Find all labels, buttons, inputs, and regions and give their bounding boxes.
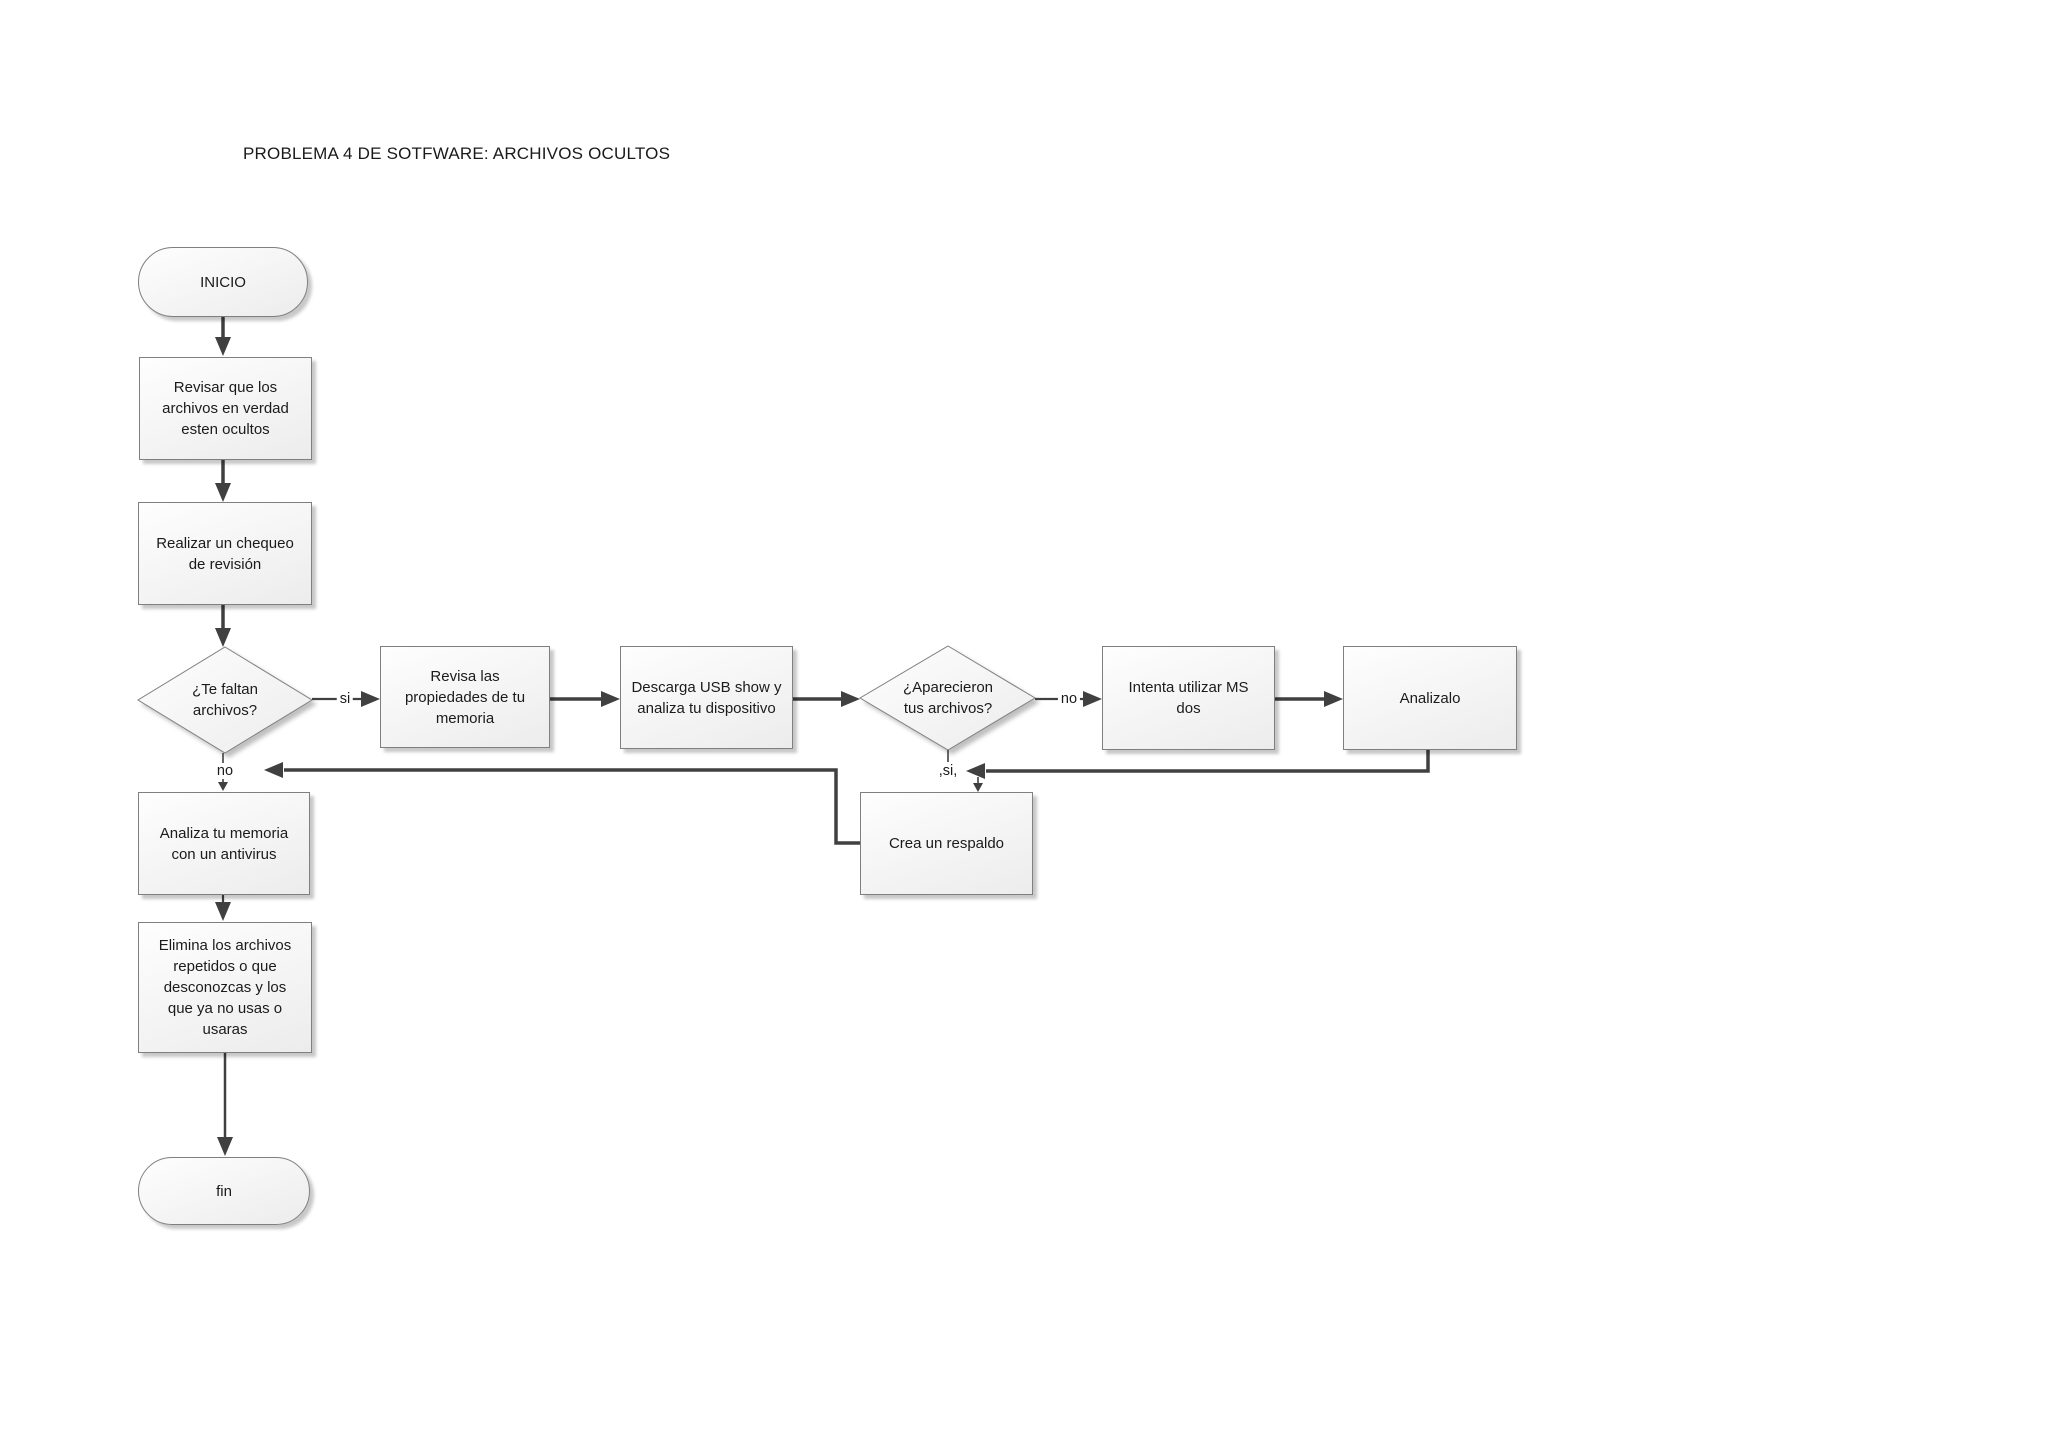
edge-inicio-revisar: [215, 317, 231, 356]
edge-revisar-chequeo: [215, 460, 231, 502]
edge-label-si-faltan: si: [336, 691, 354, 707]
node-descarga-usb-show: Descarga USB show y analiza tu dispositi…: [620, 646, 793, 749]
edge-revisa-descarga: [550, 691, 620, 707]
node-revisa-propiedades: Revisa las propiedades de tu memoria: [380, 646, 550, 748]
node-analiza-antivirus: Analiza tu memoria con un antivirus: [138, 792, 310, 895]
decision-te-faltan-archivos-shape: [137, 646, 313, 754]
edge-si-crea-respaldo: [973, 777, 983, 792]
node-analizalo: Analizalo: [1343, 646, 1517, 750]
node-elimina-archivos: Elimina los archivos repetidos o que des…: [138, 922, 312, 1053]
edge-elimina-fin: [217, 1053, 233, 1156]
edge-chequeo-te-faltan: [215, 605, 231, 647]
edge-label-no-aparecieron: no: [1057, 691, 1081, 707]
node-inicio: INICIO: [138, 247, 308, 317]
node-crea-respaldo: Crea un respaldo: [860, 792, 1033, 895]
edge-descarga-aparecieron: [793, 691, 860, 707]
diagram-title: PROBLEMA 4 DE SOTFWARE: ARCHIVOS OCULTOS: [243, 144, 671, 163]
node-revisar-archivos: Revisar que los archivos en verdad esten…: [139, 357, 312, 460]
node-chequeo-revision: Realizar un chequeo de revisión: [138, 502, 312, 605]
edge-crea-respaldo-no-junction: [264, 762, 860, 845]
decision-aparecieron-archivos-shape: [859, 645, 1036, 751]
edge-analizalo-si-junction: [966, 750, 1430, 779]
edge-analiza-elimina: [215, 895, 231, 921]
edge-label-si-aparecieron: ,si,: [935, 763, 961, 779]
node-fin: fin: [138, 1157, 310, 1225]
edge-intenta-analizalo: [1275, 691, 1343, 707]
node-intenta-ms-dos: Intenta utilizar MS dos: [1102, 646, 1275, 750]
edge-no-analiza-antivirus: [218, 779, 228, 791]
edge-label-no-faltan: no: [213, 763, 237, 779]
